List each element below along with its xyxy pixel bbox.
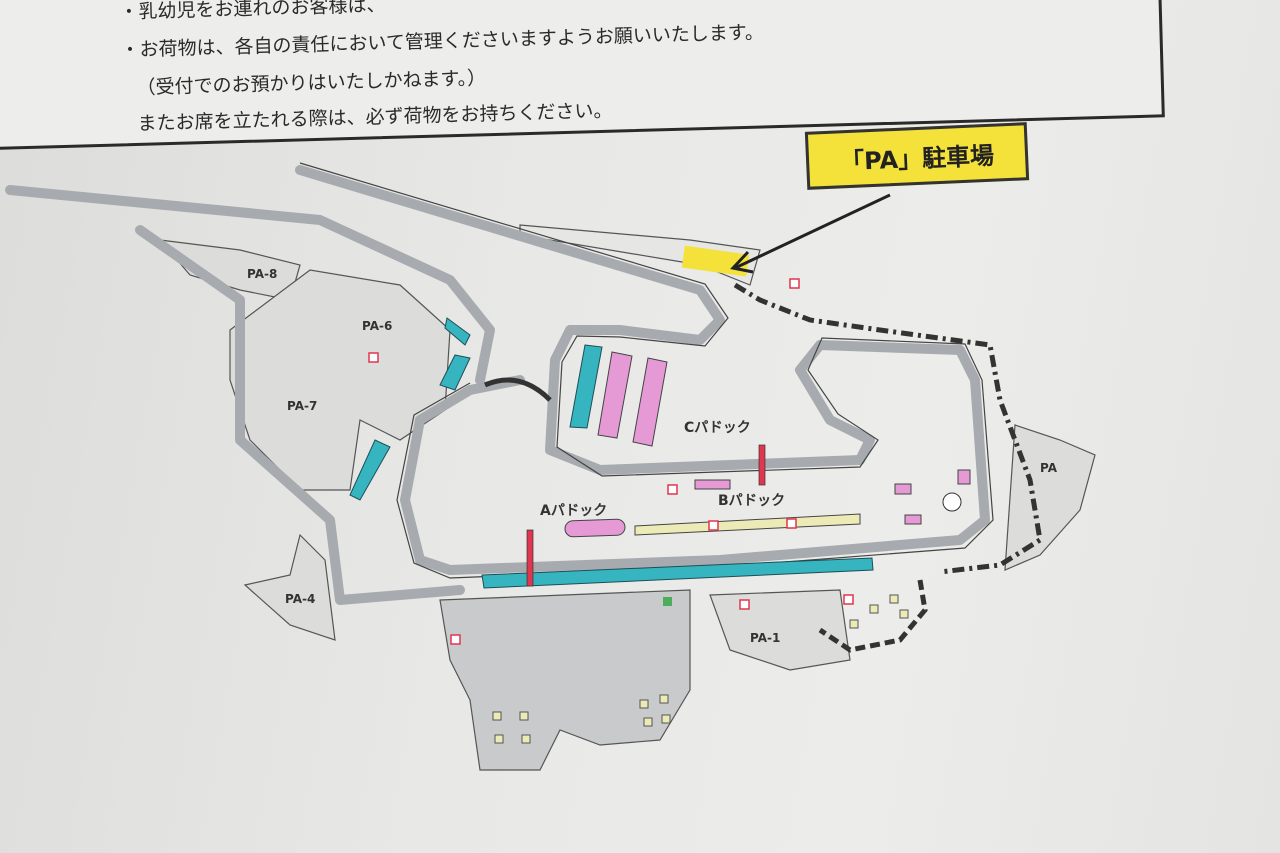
area-pa6-pa7	[229, 269, 451, 491]
bridge	[484, 377, 552, 402]
label-pa: PA	[1040, 461, 1058, 475]
area-pa	[1004, 424, 1096, 571]
area-pa4	[243, 533, 336, 641]
paddock-buildings	[564, 351, 971, 538]
label-a-paddock: Aパドック	[540, 503, 607, 519]
restroom-icons	[368, 278, 854, 645]
track-outline	[299, 162, 994, 579]
walking-route-2	[818, 579, 928, 653]
label-pa7: PA-7	[287, 399, 317, 413]
cottages	[492, 594, 909, 744]
pit-garages	[634, 513, 861, 536]
area-pa1	[709, 589, 851, 671]
stand	[444, 317, 471, 346]
land-areas	[158, 224, 1096, 771]
label-pa4: PA-4	[285, 592, 315, 606]
label-c-paddock: Cパドック	[684, 420, 751, 436]
roads	[5, 165, 990, 605]
walking-route	[733, 282, 1043, 575]
bridges-red	[526, 444, 766, 587]
stand	[569, 344, 603, 429]
label-pa8: PA-8	[247, 267, 277, 281]
callout-arrow	[730, 193, 891, 274]
heliport-icon	[942, 492, 962, 512]
label-pa1: PA-1	[750, 631, 780, 645]
stand	[349, 439, 391, 501]
area-main-lot	[439, 589, 691, 771]
grandstands	[349, 317, 874, 589]
info-icon	[663, 597, 672, 606]
main-grandstand	[481, 557, 874, 589]
label-pa6: PA-6	[362, 319, 392, 333]
pa-parking-callout: 「PA」駐車場	[804, 122, 1030, 190]
label-b-paddock: Bパドック	[718, 493, 785, 509]
stand	[439, 354, 471, 391]
